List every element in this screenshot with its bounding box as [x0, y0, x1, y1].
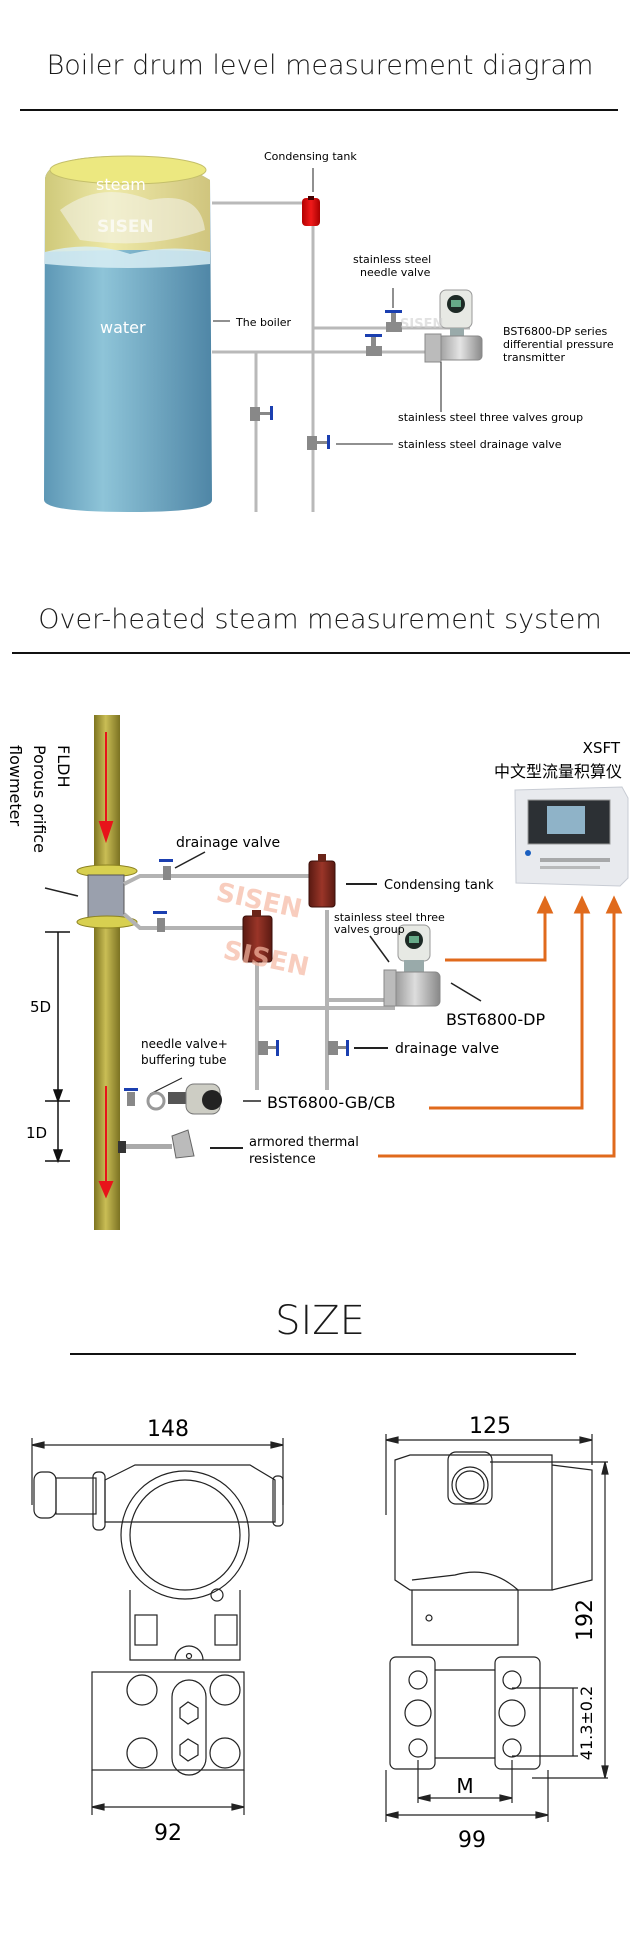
needle-valve-label-1: stainless steel: [353, 253, 431, 266]
boiler-tank: [44, 155, 212, 512]
size-section-title: SIZE: [275, 1298, 365, 1344]
boiler-water-label: water: [100, 318, 146, 337]
boiler-section-title: Boiler drum level measurement diagram: [46, 50, 594, 81]
gb-model-label: BST6800-GB/CB: [267, 1093, 396, 1112]
needle-valve-label-2: buffering tube: [141, 1053, 227, 1067]
front-width-top: 148: [147, 1417, 189, 1442]
dimension-lines: [45, 931, 70, 1164]
steam-section-title: Over-heated steam measurement system: [38, 604, 602, 635]
boiler-diagram: steam water SISEN The boiler Condensing …: [44, 150, 614, 512]
watermark: SISEN: [97, 217, 154, 237]
side-hole-spacing: 41.3±0.2: [577, 1686, 596, 1760]
side-view-drawing: 125 99 M 192 41.3±0.2: [385, 1414, 609, 1850]
dp-model-label: BST6800-DP: [446, 1010, 545, 1029]
flow-integrator-cabinet: [514, 786, 629, 887]
steam-title-divider: [12, 652, 630, 654]
buffering-tube: [124, 1088, 190, 1111]
front-width-bottom: 92: [154, 1821, 182, 1846]
svg-text:Porous orifice: Porous orifice: [30, 745, 49, 853]
orifice-flowmeter: [87, 874, 125, 920]
three-valves-label-1: stainless steel three: [334, 911, 445, 924]
dp-transmitter: [424, 289, 483, 363]
boiler-label: The boiler: [235, 316, 292, 329]
drainage-valve-top-label: drainage valve: [176, 835, 280, 851]
condensing-tank-label: Condensing tank: [384, 878, 494, 893]
thermal-label-1: armored thermal: [249, 1135, 359, 1150]
three-valves-label: stainless steel three valves group: [398, 411, 583, 424]
dim-1d-label: 1D: [26, 1124, 47, 1142]
thermal-resistance: [118, 1129, 195, 1159]
thermal-label-2: resistence: [249, 1152, 316, 1167]
boiler-title-divider: [20, 109, 618, 111]
xsft-chinese-label: 中文型流量积算仪: [494, 762, 622, 781]
condensing-tank-label: Condensing tank: [264, 150, 357, 163]
xsft-label: XSFT: [583, 739, 621, 757]
needle-valve-label-1: needle valve+: [141, 1037, 228, 1051]
needle-valve-label-2: needle valve: [360, 266, 431, 279]
gb-transmitter: [185, 1083, 222, 1115]
boiler-steam-label: steam: [96, 175, 146, 194]
flow-arrow-icon: [98, 732, 114, 1199]
dp-transmitter: [383, 924, 441, 1007]
drainage-valve: [153, 859, 173, 932]
drainage-valve: [250, 406, 330, 450]
side-width-top: 125: [469, 1414, 511, 1439]
transmitter-label-2: differential pressure: [503, 338, 614, 351]
svg-text:flowmeter: flowmeter: [6, 745, 25, 827]
front-view-drawing: 148 92: [31, 1417, 284, 1846]
watermark: SISEN: [400, 317, 443, 332]
size-title-divider: [70, 1353, 576, 1355]
transmitter-label-3: transmitter: [503, 351, 565, 364]
drainage-valve: [258, 1040, 349, 1056]
transmitter-label-1: BST6800-DP series: [503, 325, 607, 338]
condensing-tank: [242, 854, 336, 963]
condensing-tank: [302, 196, 320, 226]
needle-valve: [365, 310, 402, 356]
three-valves-label-2: valves group: [334, 923, 405, 936]
signal-lines: [378, 895, 623, 1158]
flowmeter-label: FLDH Porous orifice flowmeter: [6, 745, 73, 853]
svg-text:FLDH: FLDH: [54, 745, 73, 787]
drainage-valve-bottom-label: drainage valve: [395, 1041, 499, 1057]
side-height: 192: [573, 1599, 598, 1641]
dim-5d-label: 5D: [30, 998, 51, 1016]
side-center-distance: M: [456, 1774, 473, 1798]
drainage-valve-label: stainless steel drainage valve: [398, 438, 562, 451]
steam-diagram: FLDH Porous orifice flowmeter drainage v…: [6, 715, 629, 1230]
side-width-bottom: 99: [458, 1828, 486, 1850]
